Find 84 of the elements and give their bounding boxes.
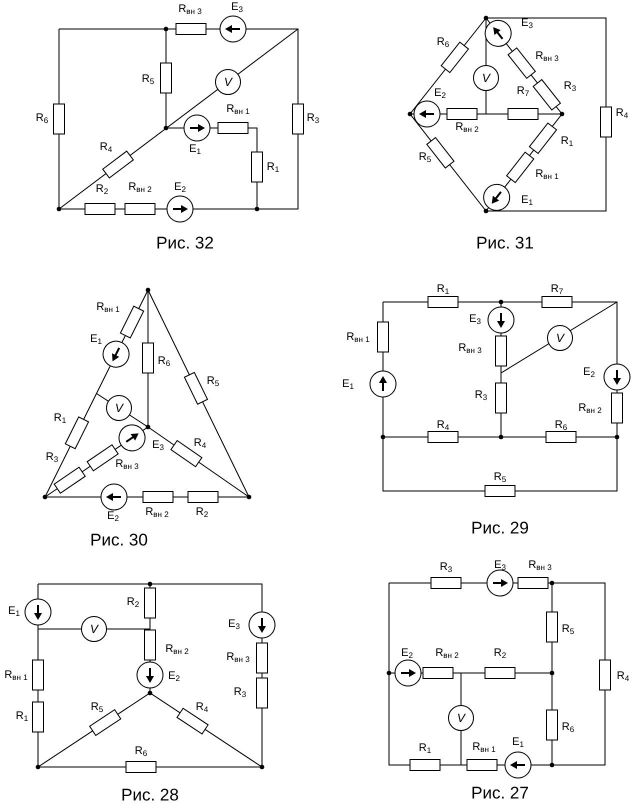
component-label: R$_{вн 3}$	[458, 343, 482, 355]
component-label: R$_{4}$	[616, 108, 628, 120]
component-label: R$_{6}$	[436, 37, 450, 49]
component-label: R$_{4}$	[196, 702, 208, 714]
component-label: R$_{7}$	[516, 86, 530, 98]
component-label: R$_{вн 3}$	[226, 652, 250, 664]
component-label: R$_{вн 2}$	[455, 122, 479, 134]
component-label: R$_{3}$	[306, 113, 320, 125]
component-label: R$_{6}$	[554, 420, 568, 432]
voltmeter-symbol: V	[448, 705, 474, 731]
component-label: R$_{вн 3}$	[115, 459, 139, 471]
component-label: E$_{3}$	[494, 560, 506, 572]
figure-caption: Рис. 31	[476, 234, 534, 252]
component-label: R$_{4}$	[100, 142, 112, 154]
component-label: R$_{2}$	[494, 648, 506, 660]
component-label: E$_{2}$	[583, 367, 595, 379]
component-label: R$_{вн 1}$	[96, 302, 120, 314]
component-label: R$_{3}$	[46, 452, 58, 464]
component-label: R$_{1}$	[266, 162, 280, 174]
component-label: R$_{2}$	[196, 507, 208, 519]
component-label: E$_{2}$	[168, 671, 180, 683]
voltmeter-symbol: V	[81, 616, 107, 642]
component-label: R$_{вн 2}$	[128, 182, 152, 194]
figure-caption: Рис. 30	[90, 532, 148, 548]
voltmeter-symbol: V	[473, 65, 499, 91]
component-label: E$_{1}$	[8, 606, 20, 618]
component-label: R$_{вн 1}$	[4, 670, 28, 682]
figure-caption: Рис. 32	[156, 234, 214, 252]
component-label: R$_{6}$	[158, 356, 170, 368]
component-label: R$_{1}$	[436, 284, 450, 296]
figure-caption: Рис. 29	[471, 520, 529, 536]
component-label: R$_{5}$	[90, 702, 104, 714]
component-label: R$_{2}$	[126, 597, 140, 609]
component-label: E$_{3}$	[152, 440, 164, 452]
component-label: E$_{2}$	[434, 88, 446, 100]
component-label: R$_{4}$	[436, 420, 450, 432]
component-label: R$_{7}$	[550, 284, 564, 296]
component-label: R$_{1}$	[54, 413, 66, 425]
component-label: R$_{3}$	[234, 687, 246, 699]
component-label: R$_{5}$	[418, 152, 432, 164]
component-label: R$_{1}$	[560, 136, 574, 148]
component-label: E$_{2}$	[174, 182, 186, 194]
figure-caption: Рис. 27	[471, 784, 529, 802]
component-label: R$_{6}$	[36, 113, 48, 125]
component-label: R$_{вн 3}$	[528, 560, 552, 572]
component-label: R$_{6}$	[134, 746, 148, 758]
voltmeter-symbol: V	[215, 69, 241, 95]
component-label: E$_{1}$	[90, 334, 102, 346]
component-label: R$_{1}$	[16, 711, 28, 723]
component-label: R$_{1}$	[418, 743, 432, 755]
figure-caption: Рис. 28	[121, 786, 179, 804]
component-label: R$_{вн 1}$	[346, 332, 370, 344]
component-label: R$_{вн 3}$	[178, 4, 202, 16]
component-label: E$_{2}$	[401, 648, 413, 660]
component-label: R$_{вн 2}$	[435, 648, 459, 660]
voltmeter-symbol: V	[106, 395, 132, 421]
component-label: E$_{3}$	[228, 619, 240, 631]
component-label: R$_{вн 1}$	[535, 169, 559, 181]
component-label: E$_{1}$	[512, 737, 524, 749]
component-label: R$_{4}$	[616, 671, 630, 683]
component-label: R$_{вн 3}$	[535, 51, 559, 63]
component-label: R$_{вн 2}$	[578, 403, 602, 415]
component-label: R$_{вн 2}$	[165, 644, 189, 656]
component-label: R$_{вн 1}$	[472, 742, 496, 754]
component-label: R$_{вн 1}$	[226, 104, 250, 116]
component-label: R$_{3}$	[474, 390, 488, 402]
component-label: E$_{3}$	[521, 18, 533, 30]
component-label: R$_{5}$	[494, 472, 506, 484]
component-label: E$_{3}$	[469, 314, 481, 326]
component-label: R$_{3}$	[564, 81, 576, 93]
voltmeter-symbol: V	[547, 325, 573, 351]
component-label: R$_{5}$	[562, 624, 574, 636]
component-label: R$_{2}$	[96, 184, 108, 196]
component-label: E$_{1}$	[189, 144, 201, 156]
component-label: R$_{5}$	[142, 74, 154, 86]
component-label: E$_{2}$	[107, 511, 119, 523]
component-label: E$_{1}$	[342, 379, 354, 391]
component-label: E$_{1}$	[521, 195, 533, 207]
component-label: R$_{вн 2}$	[145, 507, 169, 519]
component-label: R$_{6}$	[562, 722, 574, 734]
component-label: E$_{3}$	[231, 2, 243, 14]
component-label: R$_{5}$	[206, 376, 220, 388]
component-label: R$_{3}$	[440, 562, 452, 574]
component-label: R$_{4}$	[194, 438, 206, 450]
